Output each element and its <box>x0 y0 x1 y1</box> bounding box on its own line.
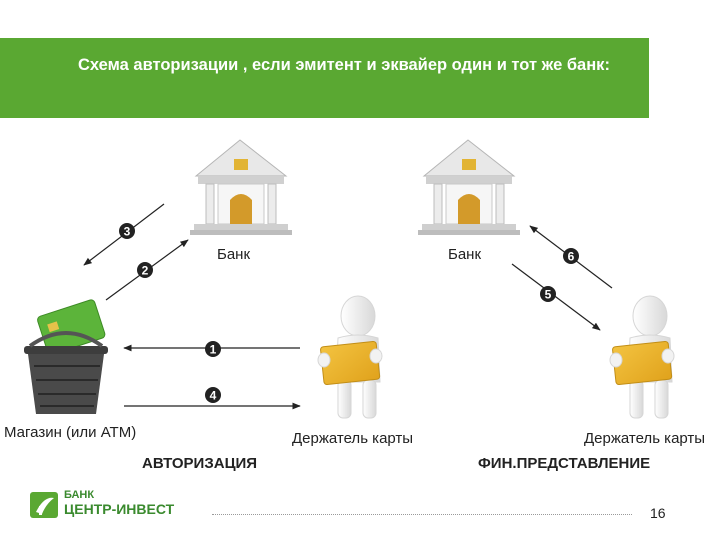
svg-text:6: 6 <box>568 250 575 264</box>
bank-right-label: Банк <box>448 246 482 263</box>
logo-text-line2: ЦЕНТР-ИНВЕСТ <box>64 501 175 517</box>
holder-right-label: Держатель карты <box>584 430 706 447</box>
step-badge: 5 <box>540 286 556 302</box>
step-badge: 2 <box>137 262 153 278</box>
holder-left-label: Держатель карты <box>292 430 414 447</box>
arrow-step-5 <box>511 263 601 331</box>
svg-text:3: 3 <box>124 225 131 239</box>
bank-building-icon <box>418 139 520 235</box>
svg-text:4: 4 <box>210 389 217 403</box>
title-banner: Схема авторизации , если эмитент и эквай… <box>0 38 649 118</box>
svg-text:2: 2 <box>142 264 149 278</box>
bank-logo-icon <box>30 492 58 518</box>
person-holding-card-icon <box>317 295 383 419</box>
step-badge: 4 <box>205 387 221 403</box>
section-authorization: АВТОРИЗАЦИЯ <box>142 455 258 472</box>
bank-left-label: Банк <box>217 246 251 263</box>
footer-divider <box>212 514 632 515</box>
person-holding-card-icon <box>609 295 675 419</box>
slide-title: Схема авторизации , если эмитент и эквай… <box>78 56 610 74</box>
step-badge: 6 <box>563 248 579 264</box>
step-badge: 3 <box>119 223 135 239</box>
shopping-basket-icon <box>24 299 108 414</box>
logo-text-line1: БАНК <box>64 489 95 501</box>
step-badge: 1 <box>205 341 221 357</box>
shop-label: Магазин (или АТМ) <box>4 424 137 441</box>
svg-text:5: 5 <box>545 288 552 302</box>
bank-building-icon <box>190 139 292 235</box>
section-fin-presentation: ФИН.ПРЕДСТАВЛЕНИЕ <box>478 455 651 472</box>
svg-text:1: 1 <box>210 343 217 357</box>
page-number: 16 <box>650 505 666 521</box>
